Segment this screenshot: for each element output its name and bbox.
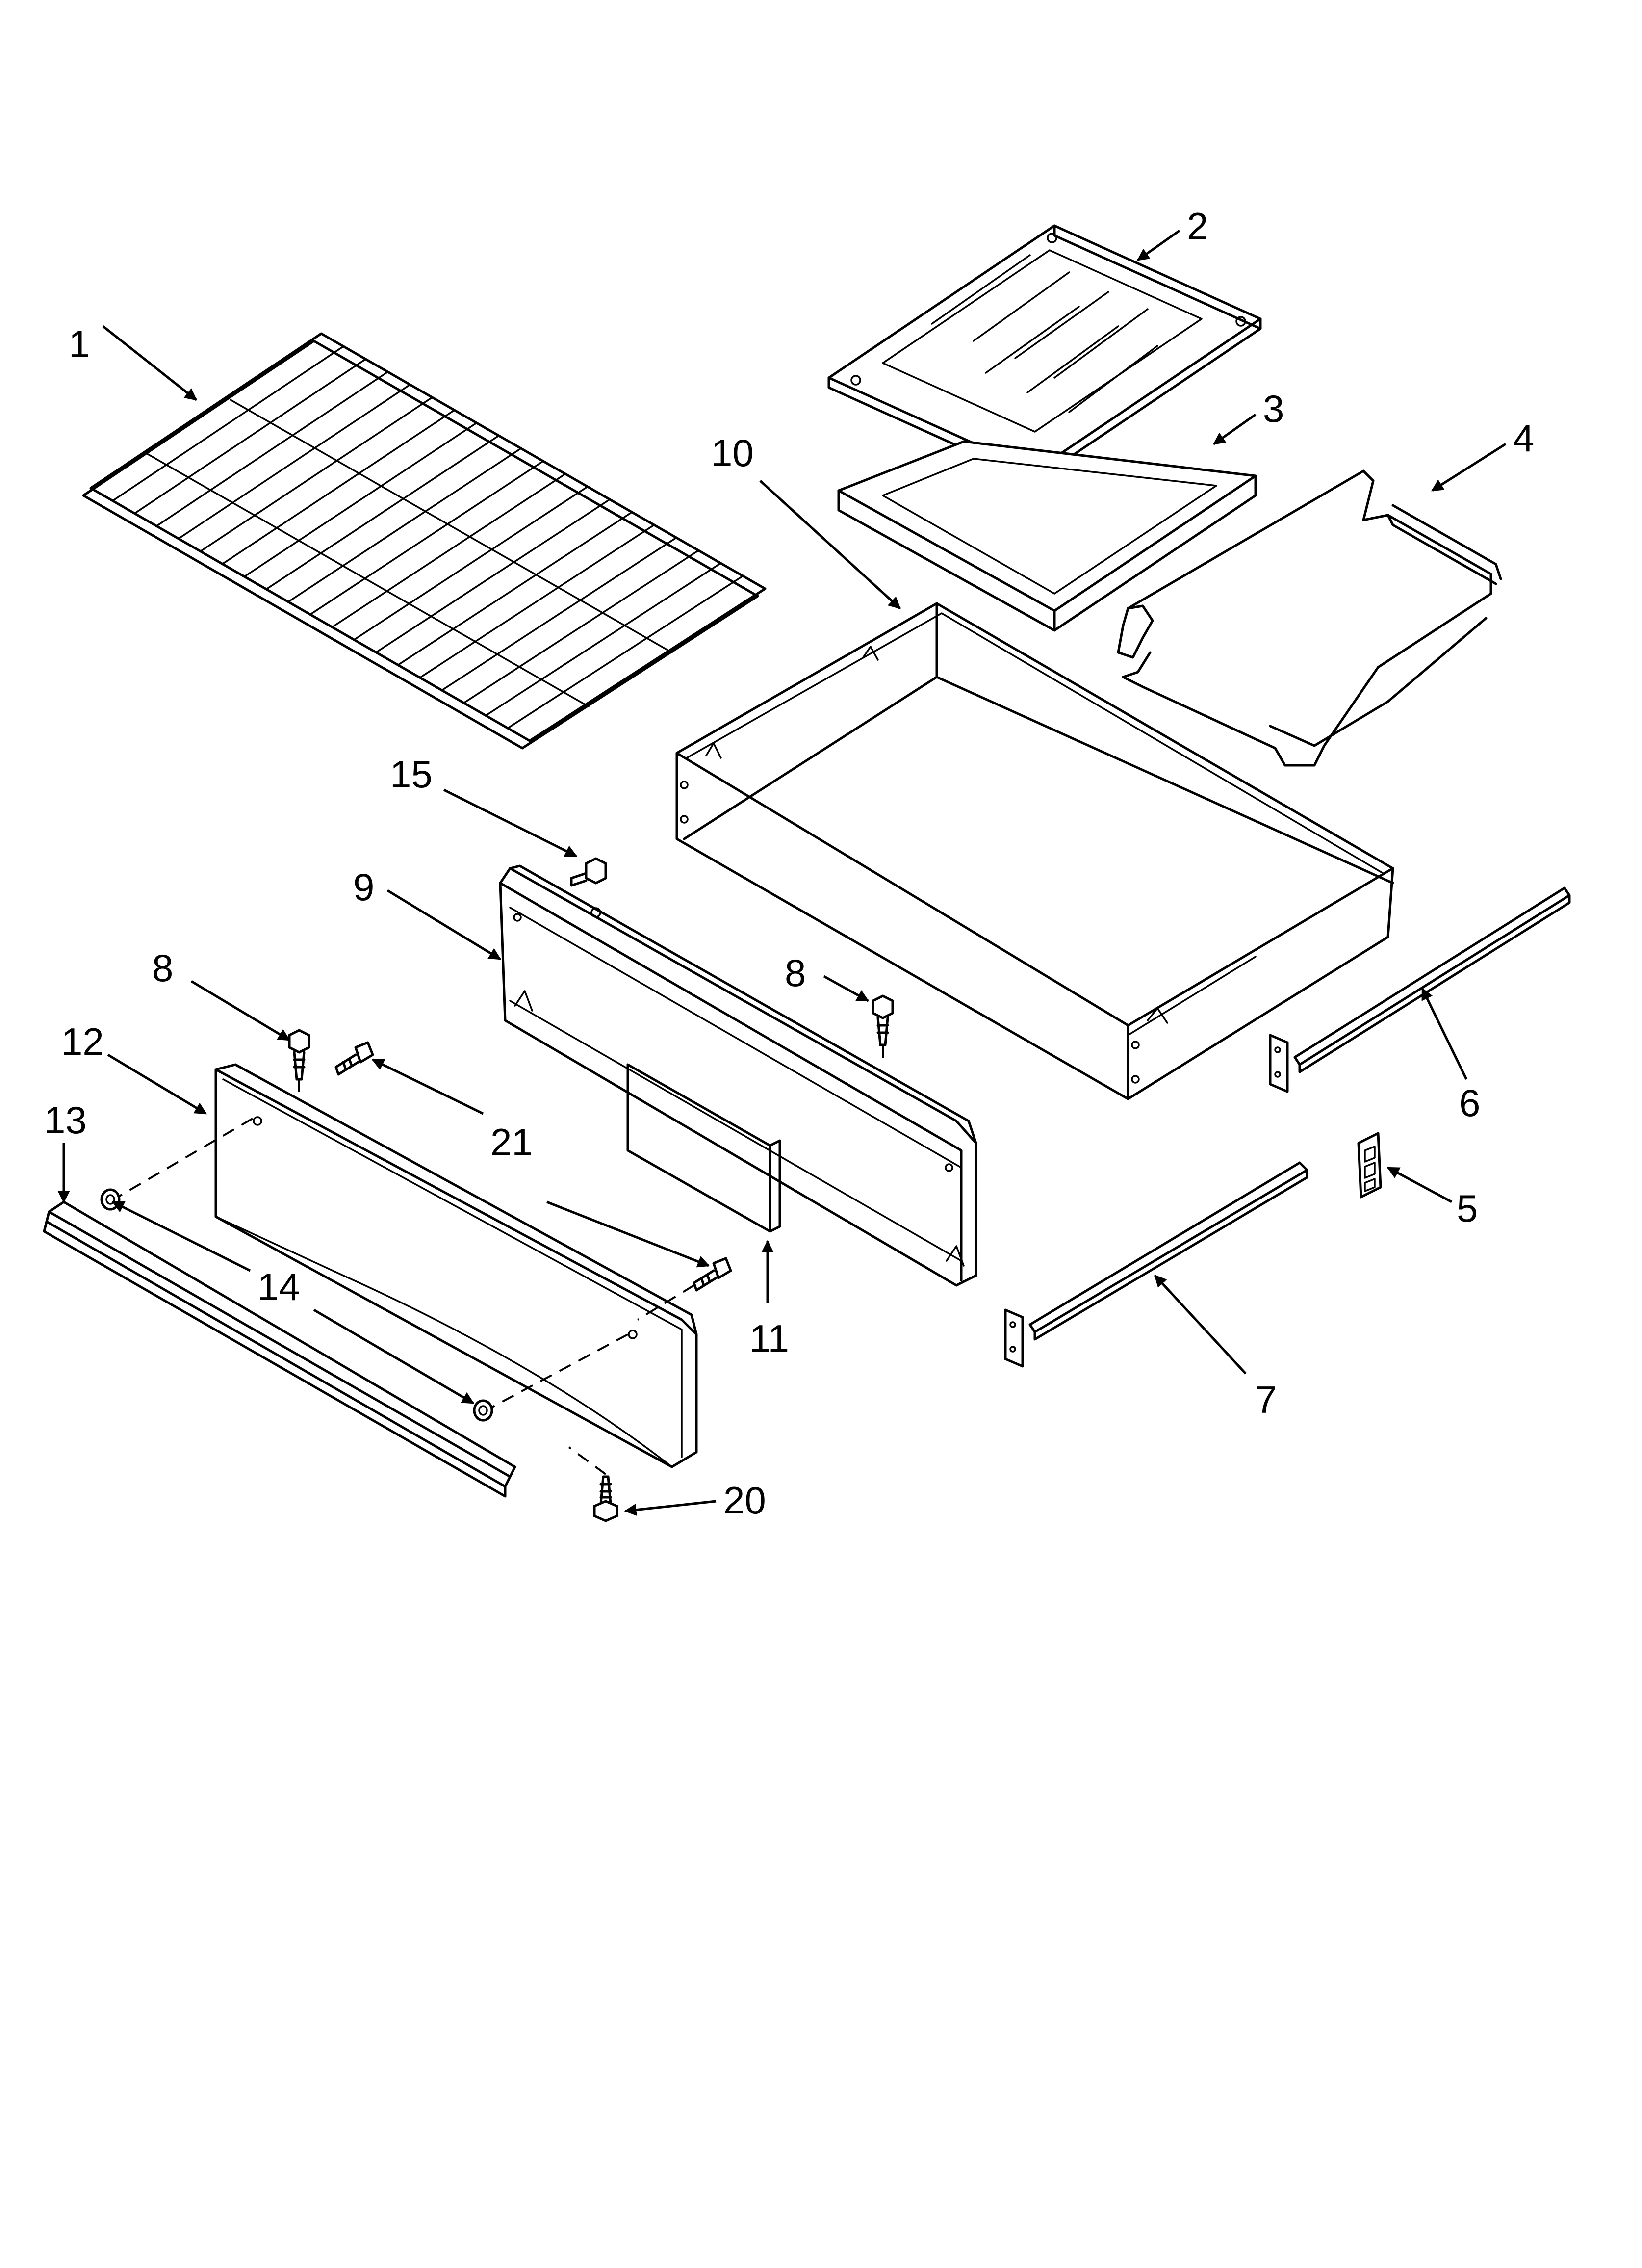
rack-bar xyxy=(243,422,478,577)
rack-bar xyxy=(200,396,433,552)
leader-21a xyxy=(371,1058,484,1115)
leader-5 xyxy=(1386,1166,1453,1203)
screw-21-top xyxy=(334,1041,374,1076)
rack-wire-support xyxy=(1117,469,1502,767)
left-drawer-slide xyxy=(1004,1161,1308,1368)
callout-8-right: 8 xyxy=(785,951,806,994)
callout-5: 5 xyxy=(1457,1187,1478,1230)
screw-21-bottom xyxy=(693,1257,732,1292)
leader-8a xyxy=(190,980,291,1042)
leader-3 xyxy=(1212,413,1257,445)
callout-10: 10 xyxy=(711,431,754,474)
leader-12 xyxy=(107,1053,207,1115)
leader-7 xyxy=(1154,1275,1247,1375)
rack-bar xyxy=(331,473,566,628)
drawer-front-inner xyxy=(499,864,977,1287)
leader-14a xyxy=(111,1200,251,1272)
broiler-pan xyxy=(837,440,1257,632)
screw-15 xyxy=(570,857,607,887)
broiler-grid xyxy=(827,224,1262,482)
drawer-front-panel xyxy=(214,1063,698,1468)
callout-8-left: 8 xyxy=(152,946,173,990)
slide-clip xyxy=(1357,1132,1382,1199)
callout-13: 13 xyxy=(44,1098,87,1142)
rack-bar xyxy=(441,537,677,691)
drawer-trim xyxy=(43,1200,516,1498)
right-drawer-slide xyxy=(1269,886,1571,1093)
oven-rack xyxy=(82,332,767,750)
rack-bar xyxy=(112,345,344,502)
callout-15: 15 xyxy=(390,753,433,796)
screw-8-left xyxy=(288,1029,310,1081)
bumper-right xyxy=(473,1399,493,1422)
callout-2: 2 xyxy=(1187,205,1208,248)
rack-bar xyxy=(353,486,589,641)
callout-12: 12 xyxy=(61,1020,104,1063)
callout-4: 4 xyxy=(1513,417,1534,460)
callout-21: 21 xyxy=(490,1121,533,1164)
rack-bar xyxy=(155,371,389,527)
leader-21b xyxy=(546,1200,710,1268)
rack-bar xyxy=(287,447,522,603)
insulation-panel xyxy=(626,1063,781,1233)
leader-14b xyxy=(313,1308,475,1405)
align-line-bumper-left xyxy=(117,1118,254,1198)
rack-bar xyxy=(485,562,722,717)
rack-bar xyxy=(397,511,633,666)
rack-bar xyxy=(419,524,655,678)
rack-bar xyxy=(221,409,456,565)
align-line-bumper-right xyxy=(490,1333,628,1409)
leader-8b xyxy=(823,975,870,1002)
rack-bar xyxy=(309,460,544,616)
leader-6 xyxy=(1421,987,1468,1080)
leader-9 xyxy=(386,889,502,961)
screw-8-right xyxy=(872,994,894,1046)
leader-2 xyxy=(1136,229,1180,261)
callout-14: 14 xyxy=(257,1265,300,1308)
callout-7: 7 xyxy=(1256,1378,1277,1421)
rack-bar xyxy=(178,384,411,540)
drawer-body xyxy=(675,602,1394,1100)
screw-20 xyxy=(593,1475,618,1522)
callout-6: 6 xyxy=(1459,1081,1480,1124)
rack-bar xyxy=(507,575,744,729)
rack-bar xyxy=(463,549,699,704)
rack-bar xyxy=(265,435,500,590)
leader-20 xyxy=(624,1500,717,1516)
callout-1: 1 xyxy=(69,322,90,365)
leader-4 xyxy=(1431,443,1507,492)
rack-bar xyxy=(133,358,367,515)
leader-10 xyxy=(759,480,901,609)
bumper-left xyxy=(100,1188,121,1211)
leader-1 xyxy=(102,325,197,401)
callout-20: 20 xyxy=(723,1479,766,1522)
leader-15 xyxy=(443,788,578,858)
align-line-screw-20 xyxy=(568,1446,607,1475)
align-line-screw-21 xyxy=(637,1284,695,1321)
callout-9: 9 xyxy=(353,865,374,909)
callout-3: 3 xyxy=(1263,387,1284,430)
callout-11: 11 xyxy=(749,1317,789,1360)
rack-bar xyxy=(375,498,611,653)
